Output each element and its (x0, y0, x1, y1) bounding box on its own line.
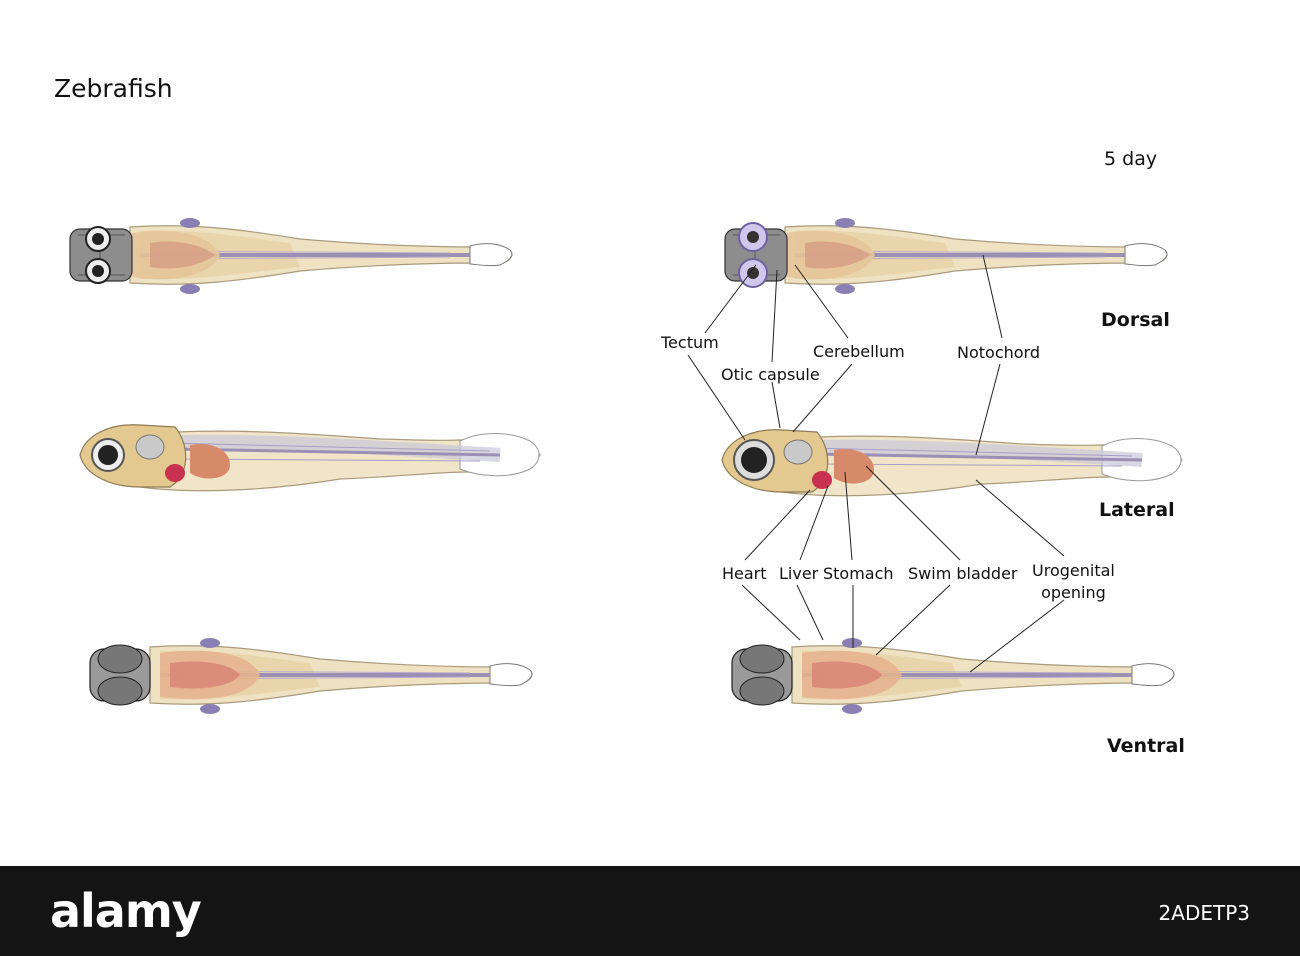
fish-dorsal-left (69, 218, 514, 294)
label-swim-bladder: Swim bladder (908, 564, 1018, 583)
label-urogenital-line2: opening (1041, 583, 1106, 602)
label-cerebellum: Cerebellum (813, 342, 905, 361)
label-tectum: Tectum (661, 333, 719, 352)
page-title: Zebrafish (54, 74, 173, 103)
fish-ventral-right (731, 638, 1176, 714)
fish-ventral-left (89, 638, 534, 714)
label-urogenital-line1: Urogenital (1032, 561, 1115, 580)
alamy-logo: alamy (50, 884, 202, 938)
leader-lines (687, 254, 1065, 673)
label-notochord: Notochord (957, 343, 1040, 362)
fish-dorsal-right (724, 218, 1169, 294)
label-otic-capsule: Otic capsule (721, 365, 820, 384)
label-heart: Heart (722, 564, 767, 583)
label-liver: Liver (779, 564, 819, 583)
label-stomach: Stomach (823, 564, 894, 583)
view-label-ventral: Ventral (1107, 735, 1185, 757)
stage-label: 5 day (1104, 148, 1158, 170)
watermark-bar: alamy 2ADETP3 (0, 866, 1300, 956)
label-urogenital-opening: Urogenital opening (1032, 560, 1115, 604)
zebrafish-diagram (69, 218, 1300, 714)
view-label-dorsal: Dorsal (1101, 309, 1170, 331)
fish-lateral-right (721, 430, 1182, 496)
view-label-lateral: Lateral (1099, 499, 1175, 521)
fish-lateral-left (79, 425, 540, 491)
image-id: 2ADETP3 (1158, 901, 1250, 925)
